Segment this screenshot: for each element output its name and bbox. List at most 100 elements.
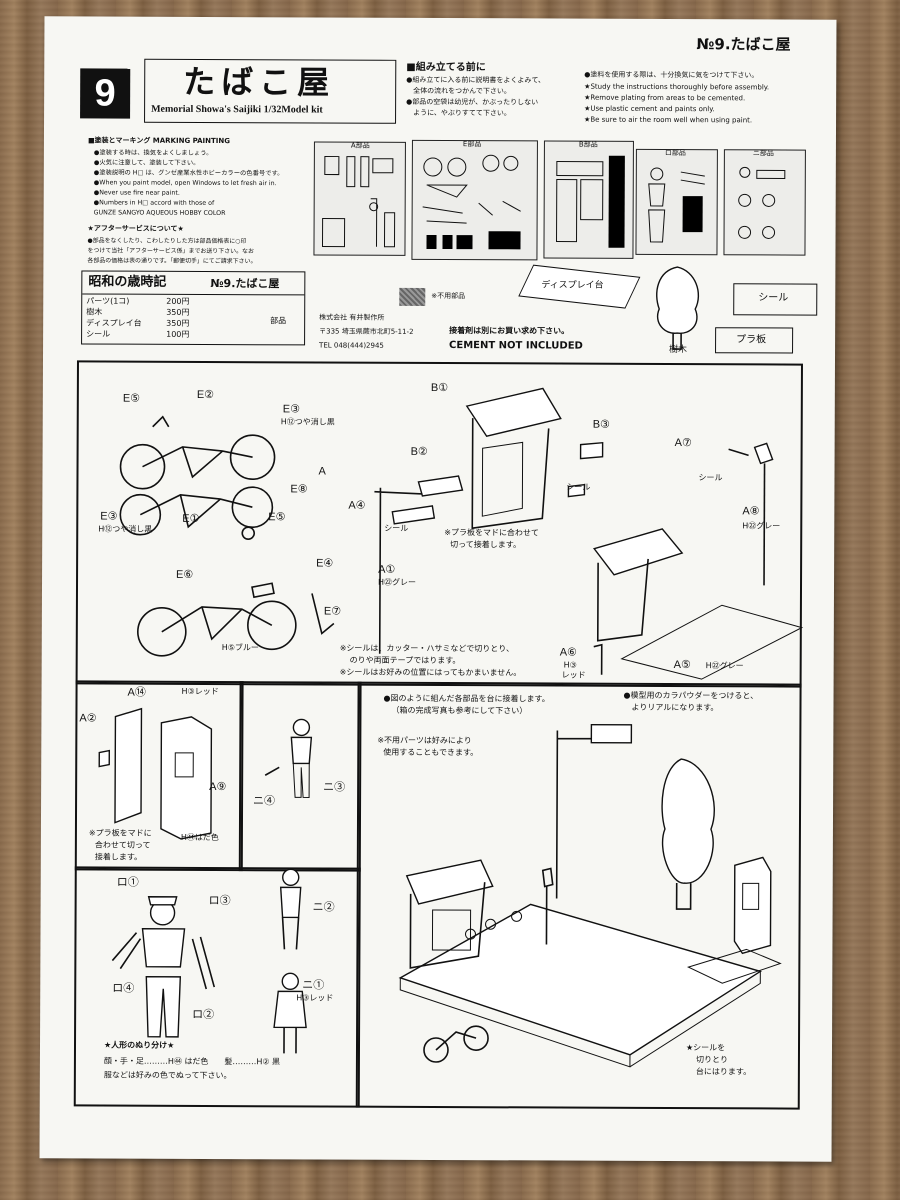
seal-label: シール (698, 473, 723, 483)
part-label: E⑧ (290, 483, 308, 496)
unused-note-line: ※不用パーツは好みにより (377, 735, 472, 746)
seal-note-line: ※シールは、カッター・ハサミなどで切りとり、 (339, 643, 514, 654)
part-label: A⑦ (674, 437, 692, 450)
bicycle-assembly-diagram (119, 415, 335, 657)
part-label: A⑥ (559, 646, 577, 659)
part-label: A② (79, 712, 97, 725)
part-label: ロ④ (112, 982, 135, 995)
figure-paint-line: 顔・手・足………H㊹ はだ色 髪………H② 黒 (103, 1056, 281, 1067)
title-japanese: たばこ屋 (183, 62, 336, 102)
cement-note-en: CEMENT NOT INCLUDED (449, 340, 583, 352)
painting-line-2: ●火気に注意して、塗装して下さい。 (93, 158, 200, 167)
part-label: ニ④ (253, 795, 276, 808)
part-label: E① (182, 512, 200, 525)
unused-parts-swatch (399, 287, 426, 306)
final-display-diagram (398, 723, 782, 1068)
price-table-parts-label: 部品 (270, 316, 287, 326)
phonebox-assembly-diagram (98, 707, 213, 840)
runner-a-parts (321, 156, 396, 248)
phonebox-note-line: 接着します。 (94, 852, 143, 862)
final-note-line: ●図のように組んだ各部品を台に接着します。 (383, 693, 550, 704)
part-label: A① (378, 563, 396, 576)
part-label: E② (196, 388, 215, 402)
step-number-badge: 9 (80, 68, 131, 119)
runner-e-parts (422, 154, 521, 250)
before-assembly-jp-3: ●部品の空袋は幼児が、かぶったりしない (406, 97, 539, 107)
before-assembly-en-5: ★Be sure to air the room well when using… (584, 115, 753, 125)
runner-ro-parts (648, 167, 705, 243)
runner-b-parts (556, 155, 625, 248)
part-label: E⑦ (323, 605, 342, 618)
painting-line-1: ●塗装する時は、換気をよくしましょう。 (93, 148, 213, 157)
price-row-price: 200円 (166, 296, 190, 306)
seal-label: シール (384, 523, 409, 533)
unused-note-line: 使用することもできます。 (383, 747, 479, 758)
paint-label: H⑫つや消し黒 (98, 524, 153, 534)
corner-title: №9.たばこ屋 (696, 35, 791, 54)
phonebox-note-line: 合わせて切って (94, 840, 151, 850)
price-row-item: パーツ(1コ) (86, 296, 130, 306)
company-address: 〒335 埼玉県蕨市北町5-11-2 (319, 327, 414, 336)
part-label: ニ③ (323, 781, 346, 794)
price-row-item: ディスプレイ台 (86, 318, 142, 328)
title-box: たばこ屋 Memorial Showa's Saijiki 1/32Model … (144, 58, 397, 124)
before-assembly-jp-2: 全体の流れをつかんで下さい。 (406, 86, 511, 96)
part-label: E④ (316, 557, 334, 570)
part-label: B③ (592, 418, 610, 431)
part-label: E⑥ (176, 568, 194, 581)
paint-label: H㉒グレー (742, 521, 781, 531)
after-service-line-1: ●部品をなくしたり、こわしたりした方は部品価格表に○印 (87, 237, 247, 245)
seal-part: シール (733, 283, 818, 316)
part-label: E③ (282, 403, 301, 416)
powder-note-line: よりリアルになります。 (631, 702, 719, 713)
part-label: B② (410, 445, 428, 458)
price-table-product: №9.たばこ屋 (210, 277, 280, 291)
seal-note-line: のりや両面テープではります。 (349, 655, 461, 666)
painting-line-4: ●When you paint model, open Windows to l… (93, 178, 277, 187)
part-label: ロ③ (208, 895, 231, 908)
final-note-line: （箱の完成写真も参考にして下さい） (391, 705, 528, 716)
after-service-line-3: 各部品の価格は表の通りです。「郵便切手」にてご請求下さい。 (87, 257, 257, 265)
part-label: B① (430, 381, 449, 395)
runner-ni: ニ部品 (723, 149, 806, 256)
plate-note-line: ※プラ板をマドに合わせて (444, 528, 539, 538)
price-row-item: 樹木 (86, 307, 103, 317)
plastic-plate-part: プラ板 (715, 327, 794, 354)
painting-line-7: GUNZE SANGYO AQUEOUS HOBBY COLOR (93, 208, 226, 217)
seal-note-line: ※シールはお好みの位置にはってもかまいません。 (339, 667, 522, 678)
part-label: E⑤ (268, 511, 286, 524)
paint-label: レッド (561, 670, 586, 680)
paint-label: H③ (563, 660, 577, 670)
before-assembly-en-4: ★Use plastic cement and paints only. (584, 104, 715, 114)
painting-line-3: ●塗装説明の H□ は、グンゼ産業水性ホビーカラーの色番号です。 (93, 168, 284, 177)
paint-label: H③レッド (181, 686, 219, 697)
before-assembly-jp-4: ように、やぶりすてて下さい。 (406, 108, 511, 118)
title-english: Memorial Showa's Saijiki 1/32Model kit (151, 103, 323, 116)
paint-label: H㉒グレー (705, 661, 744, 671)
runner-a: A部品 (313, 141, 406, 256)
seal-base-note-line: 台にはります。 (695, 1067, 752, 1077)
figure-paint-heading: ★人形のぬり分け★ (103, 1040, 175, 1050)
runner-b: B部品 (543, 140, 634, 259)
unused-parts-legend: ※不用部品 (431, 291, 466, 301)
paint-label: H③レッド (296, 993, 334, 1003)
paint-label: H⑤ブルー (221, 643, 259, 653)
tree-part-icon (656, 266, 700, 350)
price-table: 昭和の歳時記 №9.たばこ屋 パーツ(1コ) 200円 樹木 350円 ディスプ… (81, 270, 306, 346)
after-service-line-2: をつけて当社「アフターサービス係」までお送り下さい。なお (87, 247, 254, 255)
figure-paint-line: 服などは好みの色でぬって下さい。 (103, 1070, 232, 1081)
price-row-price: 100円 (166, 329, 190, 339)
before-assembly-heading: ■組み立てる前に (406, 61, 486, 74)
man-figure-diagram (111, 896, 216, 1038)
price-row-item: シール (86, 329, 111, 339)
plate-note-line: 切って接着します。 (450, 540, 522, 550)
paint-label: H㊹はだ色 (180, 832, 219, 843)
painting-line-6: ●Numbers in H□ accord with those of (93, 198, 215, 207)
before-assembly-en-3: ★Remove plating from areas to be cemente… (584, 93, 746, 103)
part-label: ニ② (312, 901, 335, 914)
part-label: E⑤ (122, 392, 141, 405)
child-figures-diagram (273, 868, 307, 1054)
seal-label: シール (566, 482, 591, 492)
part-label: ロ② (192, 1008, 215, 1022)
shop-assembly-diagram (374, 387, 804, 680)
